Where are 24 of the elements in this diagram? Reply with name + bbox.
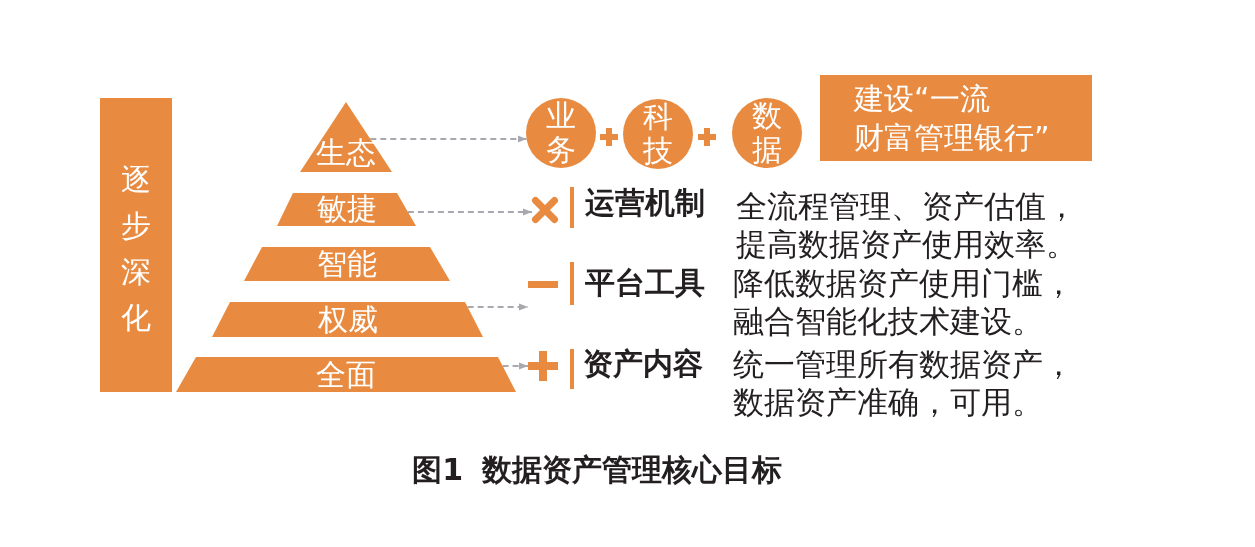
cross-icon <box>532 197 558 223</box>
banner-box: 建设“一流财富管理银行” <box>820 75 1092 161</box>
pyramid-tier: 全面 <box>176 357 516 392</box>
vertical-banner: 逐步深化 <box>100 98 172 392</box>
description-text: 全流程管理、资产估值，提高数据资产使用效率。 <box>736 187 1078 263</box>
row-heading: 运营机制 <box>585 186 705 220</box>
pyramid-tier: 智能 <box>244 247 450 281</box>
dashed-arrow <box>406 208 533 216</box>
dashed-arrow <box>466 303 529 311</box>
minus-icon <box>528 281 558 288</box>
pyramid-apex: 生态 <box>300 102 392 172</box>
row-heading: 平台工具 <box>585 266 705 300</box>
row-heading: 资产内容 <box>583 347 703 381</box>
description-text: 统一管理所有数据资产，数据资产准确，可用。 <box>733 345 1075 421</box>
figure-caption: 图1 数据资产管理核心目标 <box>412 452 782 488</box>
circle: 数据 <box>732 98 802 168</box>
circle: 科技 <box>623 99 693 169</box>
plus-icon <box>528 351 558 381</box>
description-text: 降低数据资产使用门槛，融合智能化技术建设。 <box>733 264 1075 340</box>
circle: 业务 <box>526 98 596 168</box>
pyramid-tier: 敏捷 <box>277 193 416 226</box>
pyramid-tier: 权威 <box>212 302 483 337</box>
dashed-arrow <box>369 135 528 143</box>
dashed-arrow <box>501 362 529 370</box>
